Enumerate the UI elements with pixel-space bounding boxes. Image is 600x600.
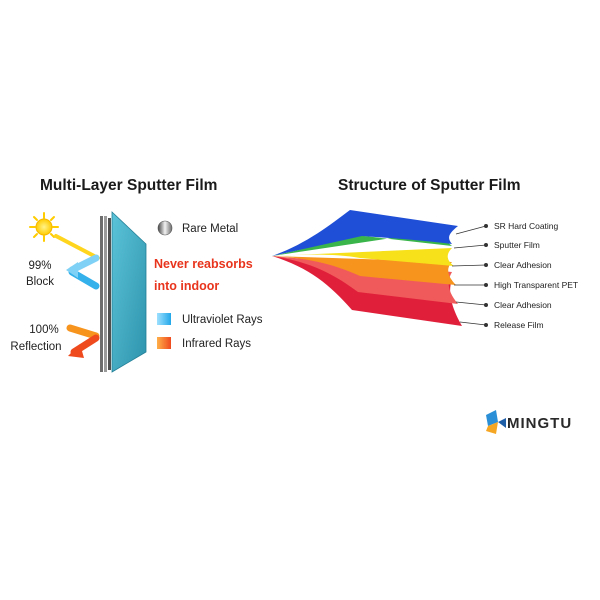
ir-reflection-arrow-icon: [66, 324, 100, 358]
callout-clear-adhesion-1: Clear Adhesion: [451, 260, 552, 270]
callout-sr-hard-coating: SR Hard Coating: [455, 221, 559, 235]
reflection-percent: 100%: [29, 324, 58, 336]
sun-icon: [29, 212, 59, 242]
layer-clear-adhesion-1: [272, 248, 454, 266]
rare-metal-label: Rare Metal: [182, 223, 238, 235]
film-structure-layers: [272, 210, 462, 326]
layer-sr-hard-coating: [272, 210, 458, 256]
rare-metal-icon: [157, 220, 173, 236]
label-high-transparent-pet: High Transparent PET: [494, 280, 578, 290]
block-percent: 99%: [28, 260, 51, 272]
layer-callouts: SR Hard Coating Sputter Film Clear Adhes…: [451, 221, 578, 330]
uv-swatch-icon: [157, 313, 171, 325]
uv-block-arrow-icon: [66, 254, 100, 290]
block-label: Block: [26, 276, 54, 288]
label-release-film: Release Film: [494, 320, 544, 330]
callout-high-transparent-pet: High Transparent PET: [454, 280, 578, 290]
mingtu-logo-icon: [486, 410, 506, 434]
label-clear-adhesion-1: Clear Adhesion: [494, 260, 552, 270]
note-line-2: into indoor: [154, 279, 219, 293]
layer-clear-adhesion-2: [272, 256, 458, 304]
note-line-1: Never reabsorbs: [154, 257, 253, 271]
layer-high-transparent-pet: [272, 256, 456, 285]
glass-film-layers: [100, 211, 147, 373]
label-clear-adhesion-2: Clear Adhesion: [494, 300, 552, 310]
brand-name: MINGTU: [507, 415, 572, 432]
uv-label: Ultraviolet Rays: [182, 314, 263, 326]
left-title: Multi-Layer Sputter Film: [40, 177, 217, 194]
right-title: Structure of Sputter Film: [338, 177, 521, 194]
label-sputter-film: Sputter Film: [494, 240, 540, 250]
ir-label: Infrared Rays: [182, 338, 251, 350]
callout-sputter-film: Sputter Film: [453, 240, 540, 250]
callout-clear-adhesion-2: Clear Adhesion: [455, 300, 552, 310]
reflection-label: Reflection: [10, 341, 61, 353]
callout-release-film: Release Film: [459, 320, 544, 330]
ir-swatch-icon: [157, 337, 171, 349]
label-sr-hard-coating: SR Hard Coating: [494, 221, 559, 231]
sun-ray: [54, 234, 100, 260]
